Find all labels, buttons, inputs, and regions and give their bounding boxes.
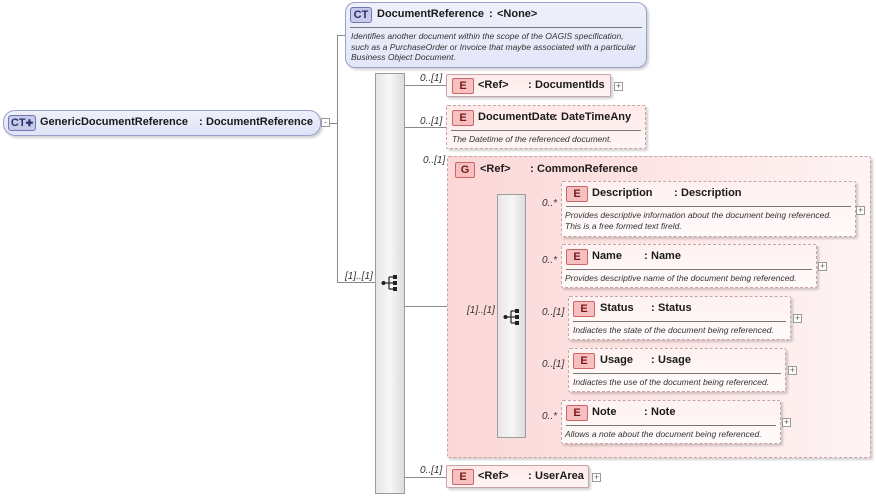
expand-icon[interactable]: + <box>788 365 797 375</box>
sequence-icon <box>503 309 519 325</box>
element-name: Note <box>592 406 617 418</box>
element-user-area[interactable]: E <Ref> : UserArea <box>446 465 589 488</box>
element-type: Note <box>651 406 676 418</box>
element-type: Description <box>681 187 742 199</box>
element-type: Name <box>651 250 681 262</box>
group-cardinality: 0..[1] <box>423 155 446 166</box>
element-separator: : <box>651 302 655 314</box>
element-type: Status <box>658 302 692 314</box>
element-cardinality: 0..* <box>542 255 558 266</box>
element-type: Usage <box>658 354 692 366</box>
element-badge: E <box>452 78 474 94</box>
sequence-icon <box>381 275 397 291</box>
element-name-child[interactable]: E Name : Name Provides descriptive name … <box>561 244 817 288</box>
element-cardinality: 0..[1] <box>542 307 565 318</box>
base-type-type: <None> <box>497 8 538 20</box>
connector <box>404 85 446 86</box>
divider <box>573 321 786 322</box>
divider <box>573 373 781 374</box>
element-type: DateTimeAny <box>561 111 632 123</box>
element-status[interactable]: E Status : Status Indiactes the state of… <box>568 296 791 340</box>
root-name: GenericDocumentReference <box>40 116 188 128</box>
base-type-separator: : <box>489 8 493 20</box>
complex-type-badge: CT <box>350 7 372 23</box>
element-separator: : <box>554 111 558 123</box>
connector <box>404 127 446 128</box>
expand-icon[interactable]: + <box>614 81 623 91</box>
divider <box>566 206 851 207</box>
element-document-date[interactable]: E DocumentDate : DateTimeAny The Datetim… <box>446 105 646 149</box>
root-complex-type[interactable]: CT✚ GenericDocumentReference : DocumentR… <box>3 110 321 136</box>
root-separator: : <box>199 116 203 128</box>
element-cardinality: 0..* <box>542 411 558 422</box>
element-name: Usage <box>600 354 634 366</box>
main-sequence-cardinality: [1]..[1] <box>345 271 373 282</box>
element-badge: E <box>573 301 595 317</box>
connector <box>404 477 446 478</box>
divider <box>566 269 812 270</box>
element-cardinality: 0..[1] <box>420 73 443 84</box>
group-name: <Ref> <box>480 163 511 175</box>
collapse-icon[interactable]: - <box>321 118 330 127</box>
expand-icon[interactable]: + <box>782 417 791 427</box>
element-type: UserArea <box>535 470 584 482</box>
base-type-description: Identifies another document within the s… <box>351 31 636 62</box>
group-separator: : <box>530 163 534 175</box>
element-usage[interactable]: E Usage : Usage Indiactes the use of the… <box>568 348 786 392</box>
element-badge: E <box>573 353 595 369</box>
divider <box>566 425 776 426</box>
divider <box>451 130 641 131</box>
expand-icon[interactable]: + <box>592 472 601 482</box>
element-description-text: Indiactes the use of the document being … <box>573 377 770 387</box>
element-cardinality: 0..[1] <box>542 359 565 370</box>
element-separator: : <box>651 354 655 366</box>
divider <box>350 27 642 28</box>
element-cardinality: 0..[1] <box>420 465 443 476</box>
base-type-name: DocumentReference <box>377 8 484 20</box>
element-description-text: This is a free formed text fireld. <box>565 221 682 231</box>
connector <box>337 282 375 283</box>
group-sequence-cardinality: [1]..[1] <box>467 305 495 316</box>
element-name: DocumentDate <box>478 111 556 123</box>
element-description-text: Provides descriptive name of the documen… <box>565 273 797 283</box>
connector <box>337 35 338 282</box>
element-badge: E <box>452 110 474 126</box>
element-separator: : <box>644 406 648 418</box>
element-name: Description <box>592 187 653 199</box>
element-name: <Ref> <box>478 470 509 482</box>
element-badge: E <box>566 186 588 202</box>
element-separator: : <box>674 187 678 199</box>
element-description[interactable]: E Description : Description Provides des… <box>561 181 856 237</box>
expand-icon[interactable]: + <box>818 261 827 271</box>
element-badge: E <box>566 405 588 421</box>
element-description-text: Allows a note about the document being r… <box>565 429 762 439</box>
element-cardinality: 0..[1] <box>420 116 443 127</box>
element-name: Status <box>600 302 634 314</box>
expand-icon[interactable]: + <box>793 313 802 323</box>
expand-icon[interactable]: + <box>856 205 865 215</box>
complex-type-badge-label: CT <box>10 117 26 129</box>
element-description-text: Provides descriptive information about t… <box>565 210 832 220</box>
element-separator: : <box>528 79 532 91</box>
element-document-ids[interactable]: E <Ref> : DocumentIds <box>446 74 611 97</box>
element-description: The Datetime of the referenced document. <box>452 134 612 144</box>
group-type: CommonReference <box>537 163 638 175</box>
connector <box>337 35 345 36</box>
complex-type-badge: CT✚ <box>8 115 36 131</box>
element-badge: E <box>452 469 474 485</box>
element-name: <Ref> <box>478 79 509 91</box>
element-type: DocumentIds <box>535 79 605 91</box>
group-badge: G <box>455 162 475 178</box>
element-badge: E <box>566 249 588 265</box>
root-type: DocumentReference <box>206 116 313 128</box>
element-description-text: Indiactes the state of the document bein… <box>573 325 774 335</box>
element-separator: : <box>644 250 648 262</box>
element-name: Name <box>592 250 622 262</box>
element-note[interactable]: E Note : Note Allows a note about the do… <box>561 400 781 444</box>
base-complex-type[interactable]: CT DocumentReference : <None> Identifies… <box>345 2 647 68</box>
element-cardinality: 0..* <box>542 198 558 209</box>
element-separator: : <box>528 470 532 482</box>
